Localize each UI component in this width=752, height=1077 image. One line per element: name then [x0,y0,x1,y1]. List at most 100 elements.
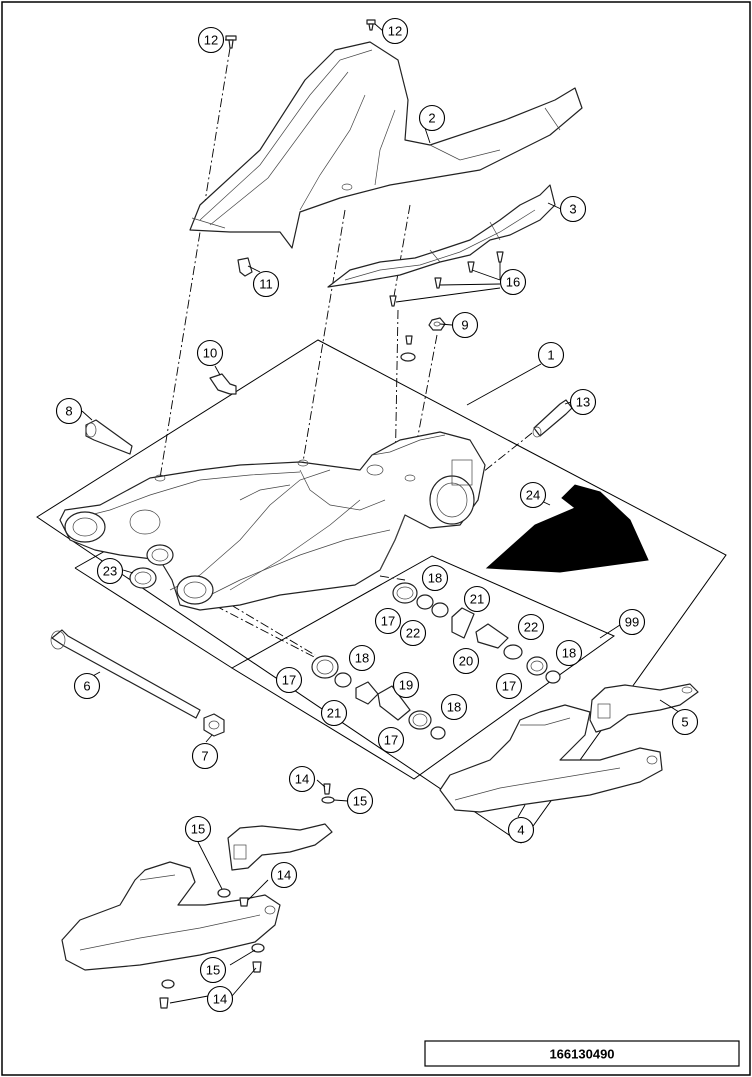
callout-label: 15 [353,794,367,809]
callout-circle [451,311,479,339]
callout-label: 21 [327,706,341,721]
callout-label: 4 [517,823,524,838]
callout-label: 22 [406,626,420,641]
callout-circle [348,644,376,672]
callout-12: 12 [197,26,225,54]
bearing-kit-parts [311,582,561,740]
callout-15: 15 [346,787,374,815]
part-nut-7 [203,713,225,737]
callout-label: 9 [461,318,468,333]
callout-label: 14 [295,772,309,787]
callout-label: 1 [547,348,554,363]
callout-label: 18 [447,700,461,715]
callout-label: 8 [65,404,72,419]
callout-circle [463,585,491,613]
callout-label: 13 [576,395,590,410]
callout-22: 22 [517,613,545,641]
part-axle-6 [50,629,201,719]
callout-circle [197,26,225,54]
callout-label: 19 [399,678,413,693]
swingarm-assembly-outline [36,339,727,844]
callout-23: 23 [96,557,124,585]
callout-label: 18 [355,651,369,666]
callout-circle [374,607,402,635]
callout-label: 15 [191,822,205,837]
callout-15: 15 [199,956,227,984]
callout-circle [452,647,480,675]
callout-circle [55,397,83,425]
callout-9: 9 [451,311,479,339]
part-bushings-23 [129,544,174,589]
callout-22: 22 [399,619,427,647]
callout-label: 12 [388,24,402,39]
callout-label: 16 [506,275,520,290]
callout-18: 18 [421,564,449,592]
callout-circle [569,388,597,416]
callout-17: 17 [377,726,405,754]
callout-circle [537,341,565,369]
callout-circle [320,699,348,727]
callout-12: 12 [381,17,409,45]
callout-18: 18 [348,644,376,672]
callout-circle [392,671,420,699]
callout-10: 10 [196,339,224,367]
bearing-kit-outline [231,555,616,780]
callout-3: 3 [559,195,587,223]
callout-circle [199,956,227,984]
callout-21: 21 [320,699,348,727]
callout-circle [73,672,101,700]
callout-label: 18 [562,646,576,661]
callout-circle [418,104,446,132]
callout-circle [96,557,124,585]
callout-circle [507,816,535,844]
screw-12b [366,19,376,31]
part-alt-bracket [227,823,333,871]
screws-16 [389,251,504,307]
callout-circle [206,985,234,1013]
part-sticker-24 [485,484,649,573]
callout-circle [191,742,219,770]
callout-13: 13 [569,388,597,416]
part-rear-fender [189,41,583,249]
callout-15: 15 [184,815,212,843]
callout-circle [288,765,316,793]
callout-label: 7 [201,749,208,764]
callout-17: 17 [495,672,523,700]
callout-label: 21 [470,592,484,607]
callout-14: 14 [288,765,316,793]
part-pin-8 [85,419,133,455]
callout-label: 12 [204,33,218,48]
callout-circle [555,639,583,667]
part-bolt-10 [209,373,237,395]
part-bracket-5 [589,683,699,733]
callout-circle [495,672,523,700]
callout-6: 6 [73,672,101,700]
callout-99: 99 [618,608,646,636]
callout-circle [377,726,405,754]
callout-1: 1 [537,341,565,369]
callout-label: 18 [428,571,442,586]
washer-9 [400,352,416,362]
callout-16: 16 [499,268,527,296]
callout-circle [346,787,374,815]
callout-circle [671,708,699,736]
callout-8: 8 [55,397,83,425]
callout-circle [270,861,298,889]
callout-label: 10 [203,346,217,361]
part-swingarm [59,431,486,611]
callout-circle [618,608,646,636]
callout-label: 17 [282,673,296,688]
screw-12a [225,35,237,49]
callout-circle [196,339,224,367]
callout-circle [399,619,427,647]
callout-circle [519,481,547,509]
callout-label: 99 [625,615,639,630]
callout-label: 17 [381,614,395,629]
callout-label: 14 [213,992,227,1007]
callout-19: 19 [392,671,420,699]
callout-circle [517,613,545,641]
callout-label: 20 [459,654,473,669]
